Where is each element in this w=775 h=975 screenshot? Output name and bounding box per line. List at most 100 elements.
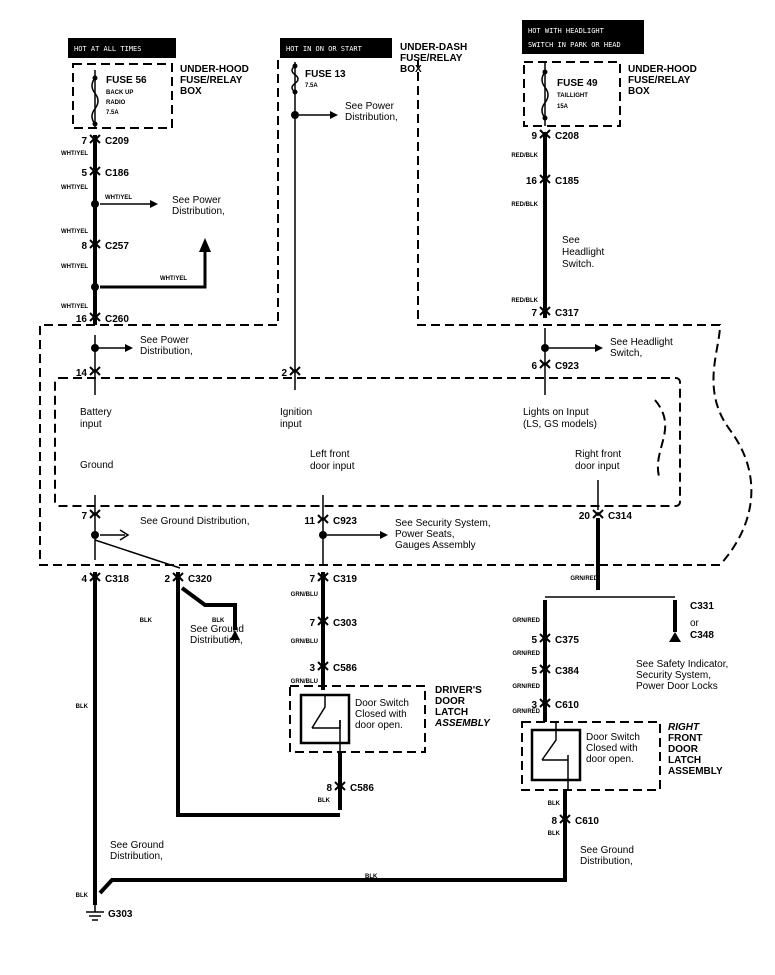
connector-c209-pin: 7 — [81, 136, 87, 147]
fuse-56-rating: 7.5A — [106, 110, 119, 116]
c331-or: or — [690, 618, 700, 629]
ground-dist-arrow — [100, 529, 130, 541]
note-power-dist-3a: See Power — [140, 335, 190, 346]
wire-label-blk: BLK — [548, 831, 561, 837]
wire-label-wy: WHT/YEL — [61, 264, 88, 270]
connector-c257-symbol — [89, 239, 101, 249]
note-headlight-1b: Headlight — [562, 247, 604, 258]
hot-on-start-label-box — [280, 38, 392, 58]
connector-c375-name: C375 — [555, 635, 579, 646]
connector-c185-pin: 16 — [526, 176, 538, 187]
wire-label-blk: BLK — [318, 798, 331, 804]
module-lights-input-2: (LS, GS models) — [523, 419, 597, 430]
connector-c586a-symbol — [317, 661, 329, 671]
wire-label-gr: GRN/RED — [512, 709, 540, 715]
note-power-dist-1b: Distribution, — [172, 206, 225, 217]
security-arrow-head — [380, 531, 388, 539]
wire-label-gr: GRN/RED — [512, 684, 540, 690]
underdash-label-1: UNDER-DASH — [400, 42, 467, 53]
driver-switch-text-3: door open. — [355, 720, 403, 731]
wire-label-rb: RED/BLK — [511, 153, 538, 159]
connector-c318-symbol — [89, 572, 101, 582]
note-safety-2: Security System, — [636, 670, 711, 681]
right-latch-title-3: DOOR — [668, 744, 699, 755]
connector-c317-pin: 7 — [531, 308, 537, 319]
right-switch-text-1: Door Switch — [586, 732, 640, 743]
connector-m14-pin: 14 — [76, 368, 88, 379]
wire-label-blk-branch: BLK — [212, 618, 225, 624]
underhood2-label-3: BOX — [628, 86, 650, 97]
connector-c320-pin: 2 — [164, 574, 170, 585]
right-switch-contact — [541, 722, 568, 761]
driver-switch-text-2: Closed with — [355, 709, 407, 720]
connector-c923b-name: C923 — [333, 516, 357, 527]
note-ground-dist-4b: Distribution, — [580, 856, 633, 867]
right-latch-title-2: FRONT — [668, 733, 702, 744]
fuse-terminal — [542, 115, 548, 121]
ground-symbol — [86, 905, 104, 921]
connector-c186-symbol — [89, 166, 101, 176]
fuse-terminal — [92, 75, 98, 81]
wire-label-gb: GRN/BLU — [291, 639, 318, 645]
fuse-symbol-0 — [91, 77, 99, 125]
note-safety-1: See Safety Indicator, — [636, 659, 728, 670]
note-headlight-2b: Switch, — [610, 348, 642, 359]
fuse-49-name: FUSE 49 — [557, 78, 598, 89]
wire-label-gr-c314: GRN/RED — [570, 576, 598, 582]
fuse-symbol-2 — [541, 71, 549, 119]
driver-switch-contact — [311, 695, 341, 729]
note-ground-dist-2a: See Ground — [190, 624, 244, 635]
right-switch-text-2: Closed with — [586, 743, 638, 754]
connector-c375-symbol — [539, 633, 551, 643]
connector-c610a-name: C610 — [555, 700, 579, 711]
blk-wire-c320 — [176, 572, 340, 817]
under-dash-box-outline — [39, 60, 753, 566]
module-left-door-2: door input — [310, 461, 355, 472]
note-headlight-1c: Switch. — [562, 259, 594, 270]
fuse-13-name: FUSE 13 — [305, 69, 346, 80]
module-lights-input-1: Lights on Input — [523, 407, 589, 418]
connector-c320-symbol — [172, 572, 184, 582]
connector-c185-symbol — [539, 174, 551, 184]
hot-on-start-label: HOT IN ON OR START — [286, 45, 363, 53]
fuse-symbol-1 — [291, 65, 299, 93]
connector-m7-pin: 7 — [81, 511, 87, 522]
note-ground-dist-1: See Ground Distribution, — [140, 516, 250, 527]
connector-c923b-symbol — [317, 514, 329, 524]
connector-c186-name: C186 — [105, 168, 129, 179]
hot-at-all-times-label-box — [68, 38, 176, 58]
connector-c185-name: C185 — [555, 176, 579, 187]
driver-latch-box — [289, 685, 426, 753]
driver-latch-title-1: DRIVER'S — [435, 685, 482, 696]
blk-wire-right-ground — [98, 790, 567, 895]
module-ground: Ground — [80, 460, 113, 471]
c331-label: C331 — [690, 601, 714, 612]
hot-headlight-label-1: HOT WITH HEADLIGHT — [528, 27, 605, 35]
diagram-shapes — [39, 20, 753, 791]
right-switch-text-3: door open. — [586, 754, 634, 765]
wire-label-gb: GRN/BLU — [291, 592, 318, 598]
module-ignition-input-2: input — [280, 419, 302, 430]
wire-label-wy: WHT/YEL — [61, 229, 88, 235]
underhood-label-2: FUSE/RELAY — [180, 75, 243, 86]
connector-c317-name: C317 — [555, 308, 579, 319]
connector-c923a-name: C923 — [555, 361, 579, 372]
right-latch-box — [521, 721, 661, 791]
wire-label-blk: BLK — [76, 704, 89, 710]
connector-c610b-symbol — [559, 814, 571, 824]
connector-c384-name: C384 — [555, 666, 579, 677]
fuse-56-desc1: BACK UP — [106, 90, 133, 96]
underhood2-label-1: UNDER-HOOD — [628, 64, 697, 75]
note-power-dist-1a: See Power — [172, 195, 222, 206]
connector-c319-pin: 7 — [309, 574, 315, 585]
connector-c610b-name: C610 — [575, 816, 599, 827]
connector-c586b-symbol — [334, 781, 346, 791]
wire-label-blk-bottom: BLK — [365, 874, 378, 880]
connector-c209-name: C209 — [105, 136, 129, 147]
note-power-dist-3b: Distribution, — [140, 346, 193, 357]
connector-c314-name: C314 — [608, 511, 632, 522]
wire-label-blk: BLK — [548, 801, 561, 807]
headlight-arrow-head — [595, 344, 603, 352]
underhood-label-1: UNDER-HOOD — [180, 64, 249, 75]
